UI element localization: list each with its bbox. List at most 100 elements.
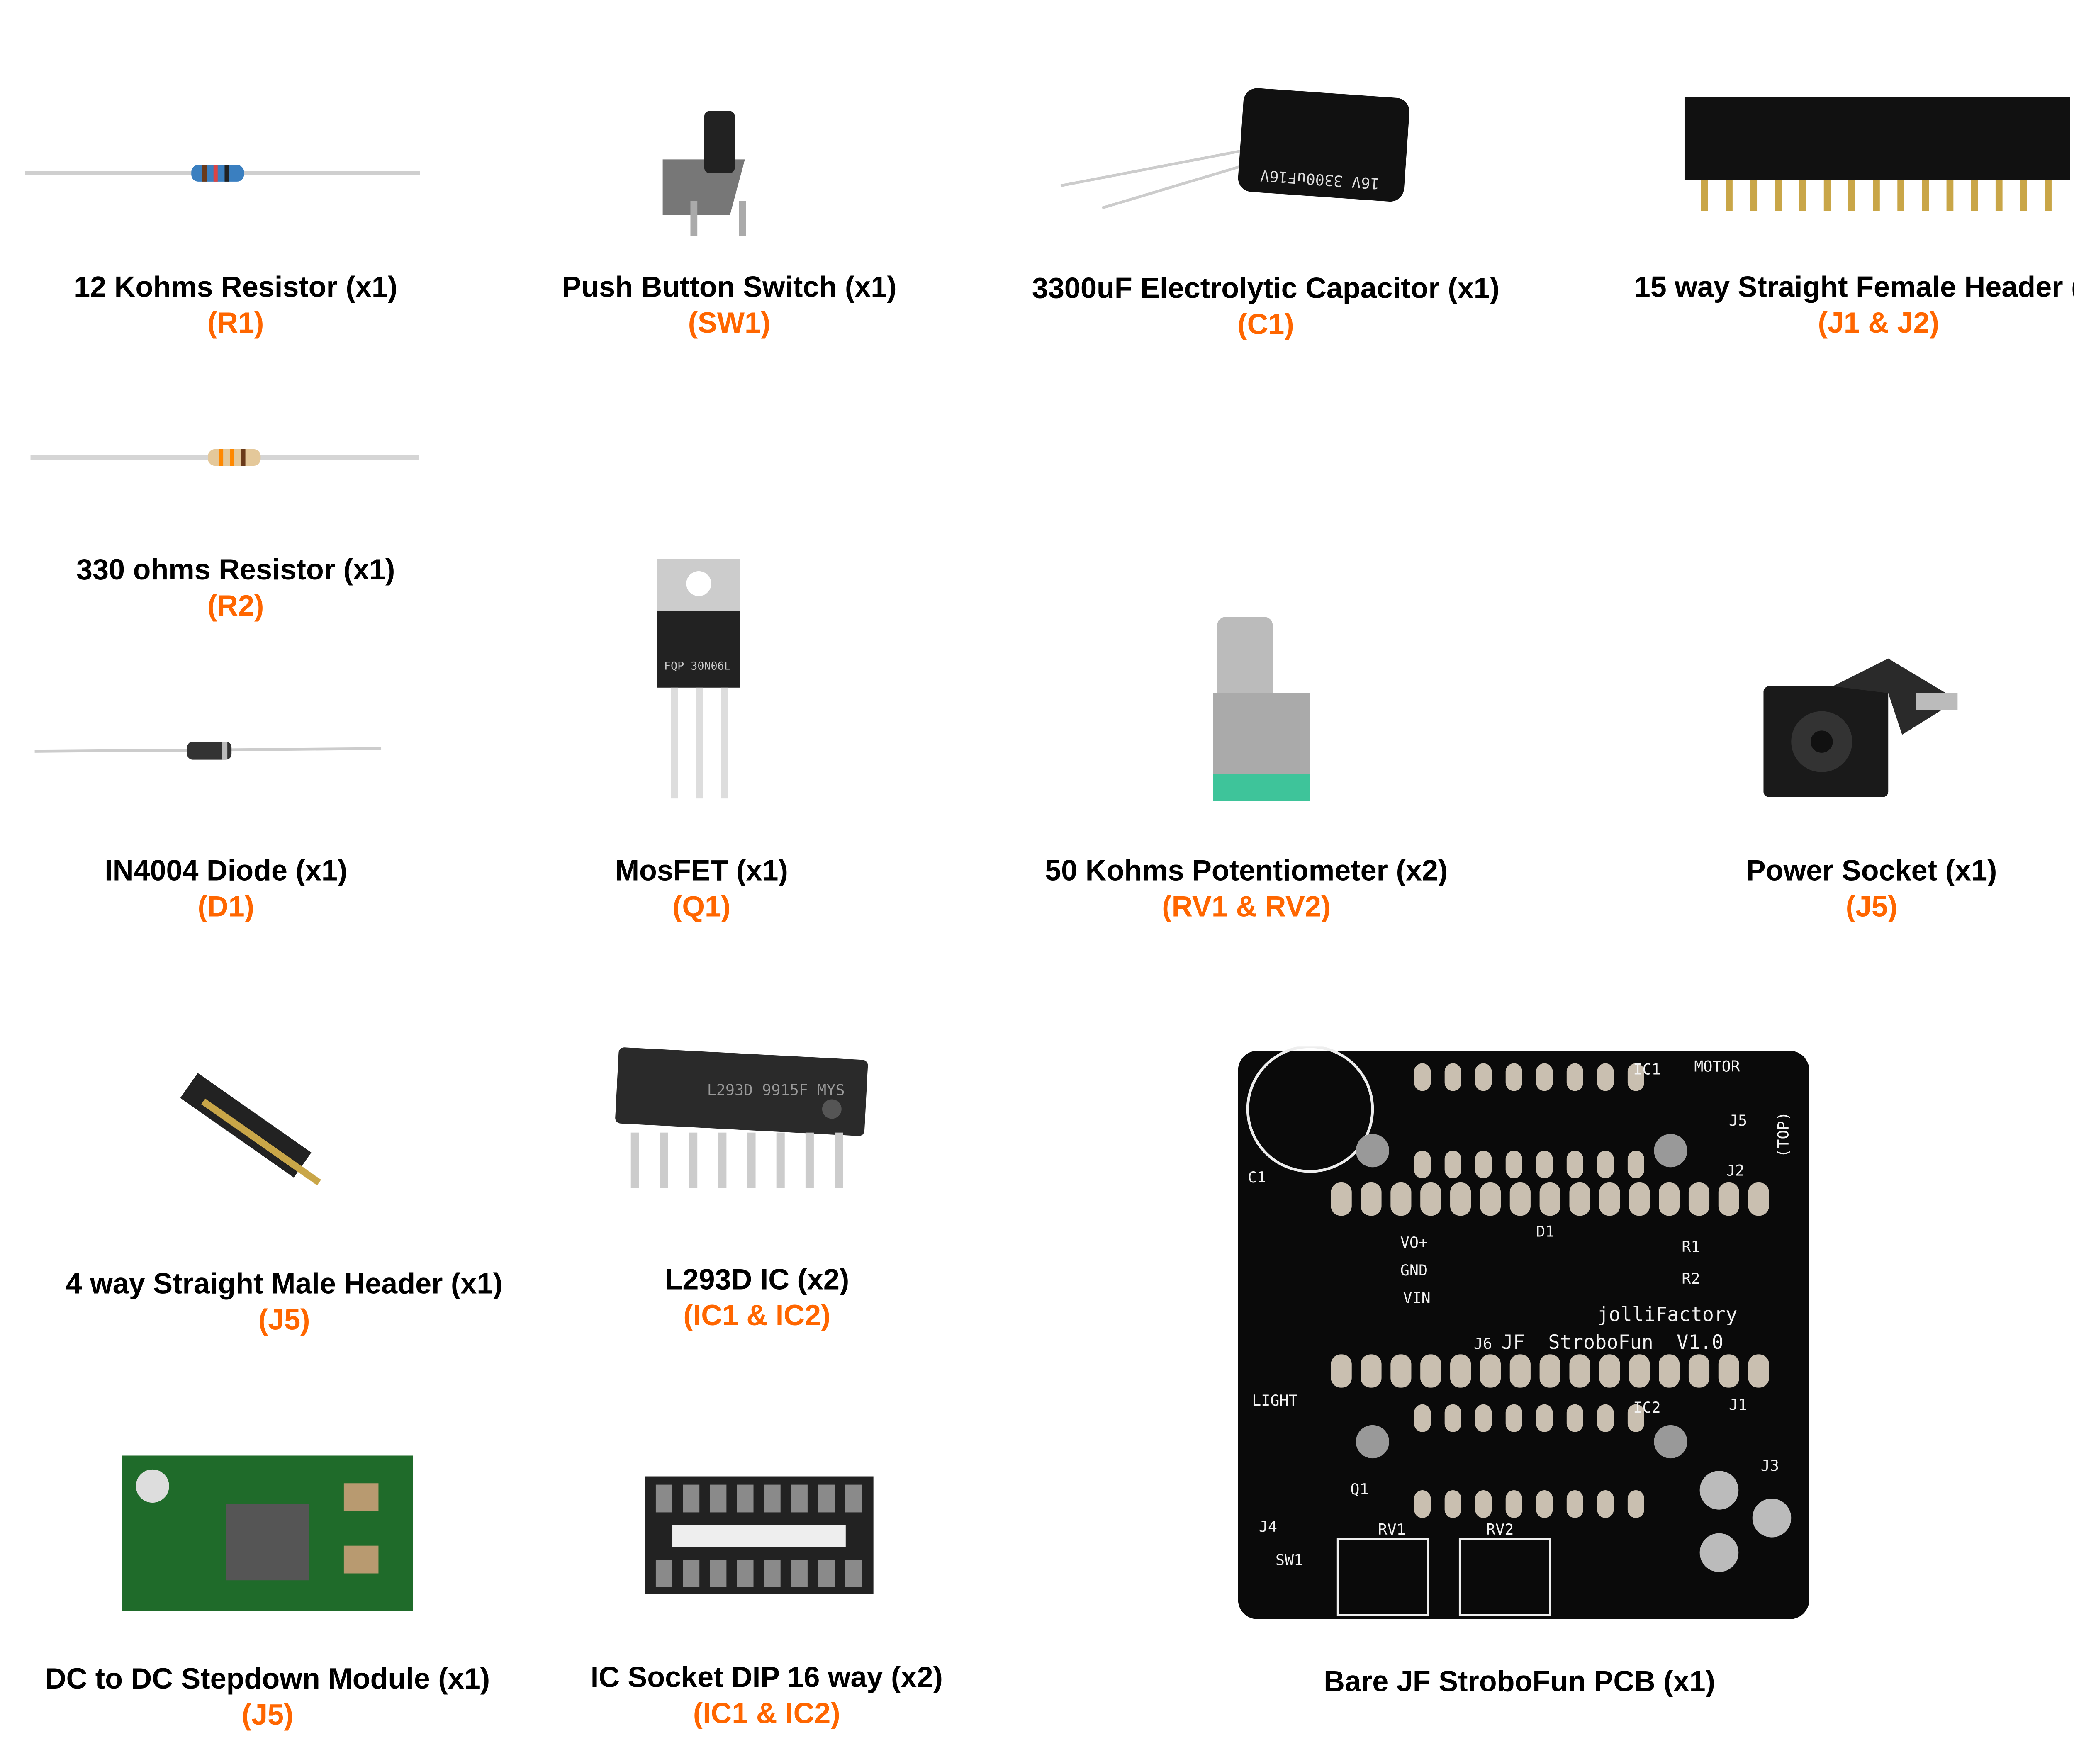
socket-pin (764, 1484, 781, 1513)
part-name: DC to DC Stepdown Module (x1) (45, 1663, 490, 1696)
power-socket-photo (1763, 658, 1958, 797)
socket-pin (710, 1560, 727, 1587)
pcb-pad (1420, 1354, 1441, 1388)
pcb-pad (1566, 1490, 1583, 1518)
pcb-pad (1480, 1354, 1501, 1388)
pcb-pad (1688, 1182, 1710, 1216)
pcb-label-gnd: GND (1400, 1261, 1428, 1279)
part-name: Power Socket (x1) (1746, 855, 1997, 888)
pcb-pad (1444, 1490, 1461, 1518)
socket-pin (818, 1560, 835, 1587)
pcb-label-sw1: SW1 (1276, 1551, 1303, 1569)
pcb-pad (1361, 1354, 1382, 1388)
mosfet-photo: FQP 30N06L (657, 558, 740, 799)
part-name: L293D IC (x2) (665, 1264, 850, 1297)
svg-text:FQP 30N06L: FQP 30N06L (664, 659, 731, 672)
part-caption: IN4004 Diode (x1)(D1) (105, 854, 347, 926)
push-button-photo (662, 111, 746, 236)
ic-pin (660, 1132, 668, 1188)
pcb-pad (1539, 1354, 1560, 1388)
ic-pin (776, 1132, 785, 1188)
pcb-pad (1331, 1354, 1352, 1388)
part-ref: (J5) (258, 1304, 310, 1336)
pcb-pad (1414, 1404, 1431, 1432)
part-ref: (J5) (1845, 891, 1898, 923)
pcb-label-c1: C1 (1248, 1168, 1266, 1186)
pcb-label-j3: J3 (1761, 1457, 1779, 1474)
pcb-pad (1444, 1063, 1461, 1091)
header-pin (1897, 180, 1904, 211)
pcb-pad (1536, 1063, 1553, 1091)
pcb-pad (1536, 1490, 1553, 1518)
socket-pin (683, 1560, 700, 1587)
header-pin (2045, 180, 2052, 211)
pcb-label-top: (TOP) (1775, 1112, 1792, 1158)
l293d-ic-photo: L293D 9915F MYS (615, 1047, 868, 1188)
part-caption: MosFET (x1)(Q1) (615, 854, 788, 926)
pcb-pad (1444, 1404, 1461, 1432)
pcb-pad (1539, 1182, 1560, 1216)
header-pin (249, 1132, 321, 1185)
socket-pin (818, 1484, 835, 1513)
pcb-pad (1627, 1063, 1644, 1091)
pcb-pad (1331, 1182, 1352, 1216)
part-ref: (R1) (207, 307, 264, 340)
part-name: Push Button Switch (x1) (562, 272, 897, 304)
pcb-label-rv2: RV2 (1486, 1521, 1514, 1538)
female-header-photo (1684, 97, 2070, 211)
socket-pin (764, 1560, 781, 1587)
pcb-pad (1509, 1354, 1531, 1388)
ic-socket-photo (645, 1476, 874, 1594)
pcb-label-light: LIGHT (1252, 1392, 1298, 1409)
part-caption: 4 way Straight Male Header (x1)(J5) (66, 1267, 503, 1339)
ic-pin (689, 1132, 698, 1188)
pcb-pad (1629, 1354, 1650, 1388)
potentiometer-photo (1213, 617, 1310, 801)
pcb-pad (1480, 1182, 1501, 1216)
pcb-pad (1414, 1151, 1431, 1178)
pcb-pad (1566, 1063, 1583, 1091)
svg-text:L293D 9915F MYS: L293D 9915F MYS (707, 1081, 845, 1099)
pcb-label-r2: R2 (1682, 1270, 1700, 1287)
pcb-pad (1414, 1063, 1431, 1091)
pcb-label-vo: VO+ (1400, 1234, 1428, 1251)
part-name: 3300uF Electrolytic Capacitor (x1) (1032, 273, 1500, 305)
header-pin (1873, 180, 1880, 211)
pcb-pad (1450, 1182, 1471, 1216)
part-caption: 15 way Straight Female Header (x2)(J1 & … (1634, 270, 2074, 343)
pcb-pad (1475, 1151, 1492, 1178)
pcb-pad (1718, 1354, 1739, 1388)
pcb-pad (1748, 1354, 1769, 1388)
part-caption: Power Socket (x1)(J5) (1746, 854, 1997, 926)
resistor-12k-photo (25, 165, 420, 182)
part-ref: (C1) (1237, 309, 1294, 341)
part-ref: (IC1 & IC2) (683, 1300, 831, 1332)
socket-pin (683, 1484, 700, 1513)
part-caption: L293D IC (x2)(IC1 & IC2) (665, 1263, 850, 1335)
part-caption: 12 Kohms Resistor (x1)(R1) (74, 270, 397, 343)
socket-pin (845, 1560, 862, 1587)
pcb-pad (1599, 1354, 1620, 1388)
part-ref: (J1 & J2) (1818, 307, 1940, 340)
pcb-pad (1748, 1182, 1769, 1216)
pcb-label-brand: jolliFactory (1597, 1304, 1737, 1326)
part-caption: DC to DC Stepdown Module (x1)(J5) (45, 1662, 490, 1734)
pcb-pad (1566, 1404, 1583, 1432)
pcb-pad (1475, 1404, 1492, 1432)
pcb-label-j6: J6 (1474, 1335, 1492, 1353)
pcb-pad (1390, 1354, 1412, 1388)
pcb-pad (1688, 1354, 1710, 1388)
part-caption: Bare JF StroboFun PCB (x1) (1324, 1665, 1715, 1701)
part-ref: (RV1 & RV2) (1162, 891, 1331, 923)
header-pin (1922, 180, 1929, 211)
header-pin (1823, 180, 1831, 211)
pcb-pad (1569, 1182, 1590, 1216)
pcb-pad (1444, 1151, 1461, 1178)
pcb-pad (1475, 1063, 1492, 1091)
part-name: 50 Kohms Potentiometer (x2) (1045, 855, 1448, 888)
pcb-label-ic1: IC1 (1633, 1060, 1660, 1078)
header-pin (1701, 180, 1708, 211)
part-ref: (SW1) (688, 307, 771, 340)
socket-pin (655, 1484, 673, 1513)
